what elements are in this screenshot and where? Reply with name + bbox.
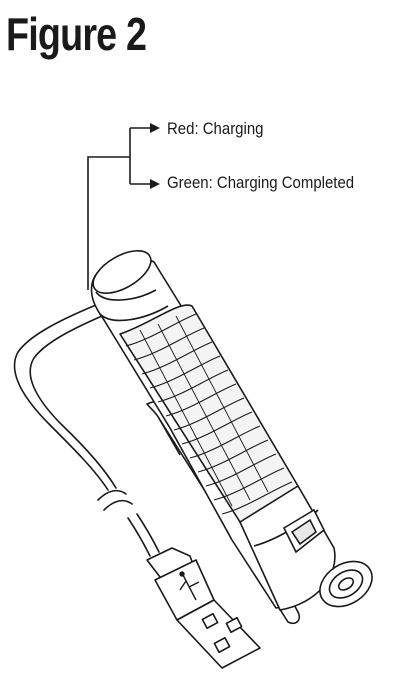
charging-indicator-switch <box>282 508 326 554</box>
callout-green-charging-completed: Green: Charging Completed <box>167 173 355 192</box>
knurling-pattern <box>125 313 293 515</box>
charging-cable <box>13 304 160 557</box>
usb-icon <box>179 571 200 601</box>
arrow-right-icon <box>150 123 160 133</box>
knurling-crosshatch <box>139 315 269 507</box>
lens-bezel <box>319 560 373 608</box>
arrow-right-icon <box>150 179 160 189</box>
callout-leader-lines <box>87 127 150 290</box>
callout-red-charging: Red: Charging <box>167 119 264 138</box>
figure-title: Figure 2 <box>6 8 147 60</box>
usb-plug <box>146 547 261 669</box>
